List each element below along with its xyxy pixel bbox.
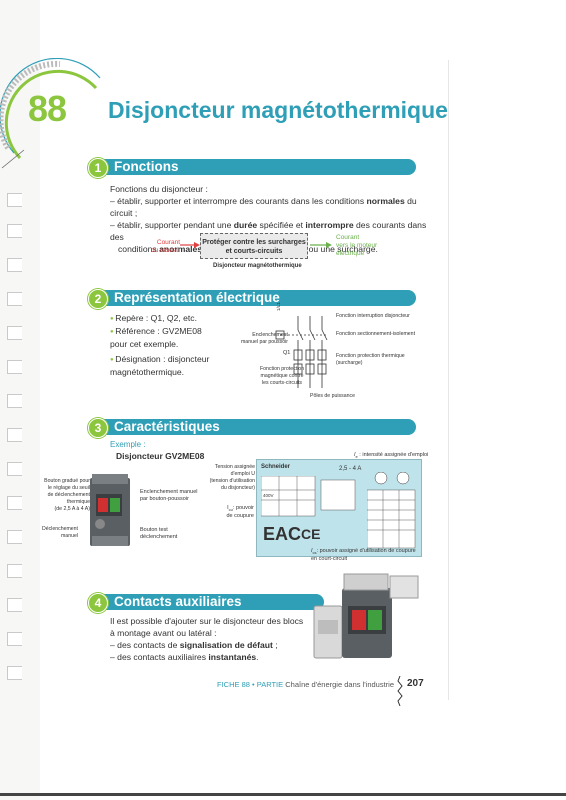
page-number: 207 xyxy=(407,678,424,689)
section-1-title: Fonctions xyxy=(114,159,179,174)
plate-brand: Schneider xyxy=(261,464,291,470)
binding-ring xyxy=(7,462,22,476)
rating-plate: Schneider 2,5 - 4 A 400V EAC CE xyxy=(256,459,422,557)
binding-ring xyxy=(7,564,22,578)
binding-ring xyxy=(7,496,22,510)
binding-ring xyxy=(7,360,22,374)
sectionnement-label: Fonction sectionnement-isolement xyxy=(336,331,416,337)
ie-label: Ie : intensité assignée d'emploi xyxy=(354,452,429,460)
binding-ring xyxy=(7,193,22,207)
bullet-reference: Référence : GV2ME08 xyxy=(110,325,230,338)
binding-gutter xyxy=(0,0,40,800)
plate-range: 2,5 - 4 A xyxy=(339,466,362,472)
ce-mark: CE xyxy=(301,526,321,542)
bullet-designation-cont: magnétothermique. xyxy=(110,367,185,377)
thermal-protection-label: Fonction protection thermique(surcharge) xyxy=(336,353,405,366)
binding-ring xyxy=(7,632,22,646)
binding-ring xyxy=(7,394,22,408)
footer-partie: PARTIE xyxy=(256,680,284,689)
auxiliary-contacts-photo xyxy=(313,573,419,659)
section-4-line-3: – des contacts de signalisation de défau… xyxy=(110,640,278,650)
binding-ring xyxy=(7,428,22,442)
section-1-intro: Fonctions du disjoncteur : xyxy=(110,184,208,194)
binding-ring xyxy=(7,666,22,680)
section-4-line-4: – des contacts auxiliaires instantanés. xyxy=(110,652,259,662)
section-4-line-1: Il est possible d'ajouter sur le disjonc… xyxy=(110,616,304,626)
section-1-badge: 1 xyxy=(88,158,108,178)
section-3-badge: 3 xyxy=(88,418,108,438)
binding-ring xyxy=(7,598,22,612)
interruption-label: Fonction interruption disjoncteur xyxy=(336,313,410,319)
page-edge xyxy=(448,60,449,700)
page-title: Disjoncteur magnétothermique xyxy=(108,97,448,123)
section-2-title: Représentation électrique xyxy=(114,290,280,305)
section-4-title: Contacts auxiliaires xyxy=(114,594,242,609)
section-1-line-1: – établir, supporter et interrompre des … xyxy=(110,196,417,218)
plate-table-right xyxy=(367,472,416,549)
binding-ring xyxy=(7,530,22,544)
eac-mark: EAC xyxy=(263,524,302,544)
example-label: Exemple : xyxy=(110,440,146,449)
input-arrow-icon xyxy=(180,242,200,248)
model-label: Disjoncteur GV2ME08 xyxy=(116,451,205,461)
bullet-designation: Désignation : disjoncteur xyxy=(110,353,230,366)
section-2-text: Repère : Q1, Q2, etc. Référence : GV2ME0… xyxy=(110,312,230,378)
section-4-text: Il est possible d'ajouter sur le disjonc… xyxy=(110,615,320,663)
section-4-badge: 4 xyxy=(88,593,108,613)
binding-ring xyxy=(7,326,22,340)
footer-fiche: FICHE 88 xyxy=(217,680,250,689)
footer-separator xyxy=(397,676,403,706)
section-1-banner: Fonctions xyxy=(104,159,416,175)
fiche-ornament xyxy=(0,58,101,169)
section-2-badge: 2 xyxy=(88,289,108,309)
output-arrow-icon xyxy=(310,242,332,248)
footer: FICHE 88 • PARTIE Chaîne d'énergie dans … xyxy=(217,680,395,689)
poles-label: Pôles de puissance xyxy=(310,393,355,399)
section-1-line-2: – établir, supporter pendant une durée s… xyxy=(110,220,427,242)
plate-voltage: 400V xyxy=(263,493,274,498)
fiche-number: 88 xyxy=(28,88,67,129)
bottom-edge xyxy=(0,793,566,796)
terminal-label: 1/L1 xyxy=(276,302,281,311)
breaker-photo xyxy=(90,474,130,546)
binding-ring xyxy=(7,258,22,272)
breaker-symbol xyxy=(275,316,328,388)
q1-label: Q1 xyxy=(283,350,291,356)
binding-ring xyxy=(7,292,22,306)
diagram-caption: Disjoncteur magnétothermique xyxy=(213,263,302,269)
binding-ring xyxy=(7,224,22,238)
section-4-line-2: à montage avant ou latéral : xyxy=(110,628,217,638)
ics-label: Ics: pouvoir assigné d'utilisation de co… xyxy=(311,548,416,563)
bullet-reference-cont: pour cet exemple. xyxy=(110,339,179,349)
section-4-banner: Contacts auxiliaires xyxy=(104,594,324,610)
bullet-repere: Repère : Q1, Q2, etc. xyxy=(110,312,230,325)
section-3-title: Caractéristiques xyxy=(114,419,220,434)
plate-table xyxy=(261,476,356,517)
footer-chapter: Chaîne d'énergie dans l'industrie xyxy=(285,680,395,689)
section-2-banner: Représentation électrique xyxy=(104,290,416,306)
section-3-banner: Caractéristiques xyxy=(104,419,416,435)
